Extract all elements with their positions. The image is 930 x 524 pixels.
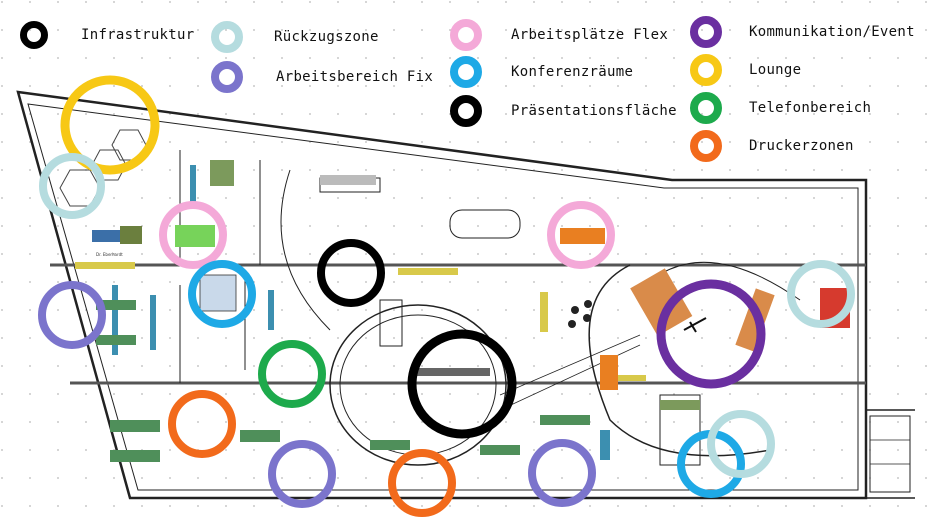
room-label: Dr. Eberhardt bbox=[96, 252, 123, 257]
legend-item-konferenzraeume: Konferenzräume bbox=[450, 56, 633, 88]
legend-label: Präsentationsfläche bbox=[511, 103, 677, 119]
legend-label: Infrastruktur bbox=[81, 27, 195, 43]
arbeitsbereich-fix-zone-marker bbox=[268, 440, 336, 508]
legend-label: Kommunikation/Event bbox=[749, 24, 915, 40]
telefonbereich-zone-marker bbox=[258, 340, 326, 408]
legend-label: Rückzugszone bbox=[274, 29, 379, 45]
legend-label: Telefonbereich bbox=[749, 100, 872, 116]
zone-markers bbox=[38, 75, 855, 517]
rueckzugszone-zone-marker bbox=[707, 410, 775, 478]
ring-icon bbox=[450, 19, 482, 51]
ring-icon bbox=[690, 92, 722, 124]
ring-icon bbox=[211, 61, 243, 93]
legend-label: Druckerzonen bbox=[749, 138, 854, 154]
ring-icon bbox=[690, 54, 722, 86]
legend-label: Konferenzräume bbox=[511, 64, 634, 80]
legend-item-lounge: Lounge bbox=[690, 54, 801, 86]
legend-item-arbeitsplaetze-flex: Arbeitsplätze Flex bbox=[450, 19, 668, 51]
legend-item-kommunikation-event: Kommunikation/Event bbox=[690, 16, 915, 48]
legend-item-rueckzugszone: Rückzugszone bbox=[211, 21, 379, 53]
floorplan-furniture bbox=[59, 129, 850, 462]
druckerzonen-zone-marker bbox=[168, 390, 236, 458]
kommunikation-event-zone-marker bbox=[656, 279, 766, 389]
ring-icon bbox=[450, 95, 482, 127]
arbeitsbereich-fix-zone-marker bbox=[528, 439, 596, 507]
druckerzonen-zone-marker bbox=[388, 449, 456, 517]
arbeitsbereich-fix-zone-marker bbox=[38, 281, 106, 349]
lounge-zone-marker bbox=[60, 75, 160, 175]
ring-icon bbox=[690, 16, 722, 48]
ring-icon bbox=[450, 56, 482, 88]
legend-label: Lounge bbox=[749, 62, 802, 78]
legend-item-praesentationsflaeche: Präsentationsfläche bbox=[450, 95, 677, 127]
konferenzraeume-zone-marker bbox=[188, 260, 256, 328]
anchor-icon bbox=[683, 317, 707, 333]
ring-icon bbox=[690, 130, 722, 162]
arbeitsplaetze-flex-zone-marker bbox=[547, 201, 615, 269]
legend-label: Arbeitsplätze Flex bbox=[511, 27, 669, 43]
ring-icon bbox=[20, 21, 48, 49]
legend-label: Arbeitsbereich Fix bbox=[276, 69, 434, 85]
legend-item-arbeitsbereich-fix: Arbeitsbereich Fix bbox=[211, 61, 433, 93]
ring-icon bbox=[211, 21, 243, 53]
legend-item-druckerzonen: Druckerzonen bbox=[690, 130, 854, 162]
arbeitsplaetze-flex-zone-marker bbox=[159, 201, 227, 269]
rueckzugszone-zone-marker bbox=[787, 260, 855, 328]
rueckzugszone-zone-marker bbox=[39, 153, 105, 219]
praesentationsflaeche-zone-marker bbox=[407, 329, 517, 439]
legend-item-infrastruktur: Infrastruktur bbox=[20, 21, 194, 49]
infrastruktur-zone-marker bbox=[317, 239, 385, 307]
legend-item-telefonbereich: Telefonbereich bbox=[690, 92, 871, 124]
